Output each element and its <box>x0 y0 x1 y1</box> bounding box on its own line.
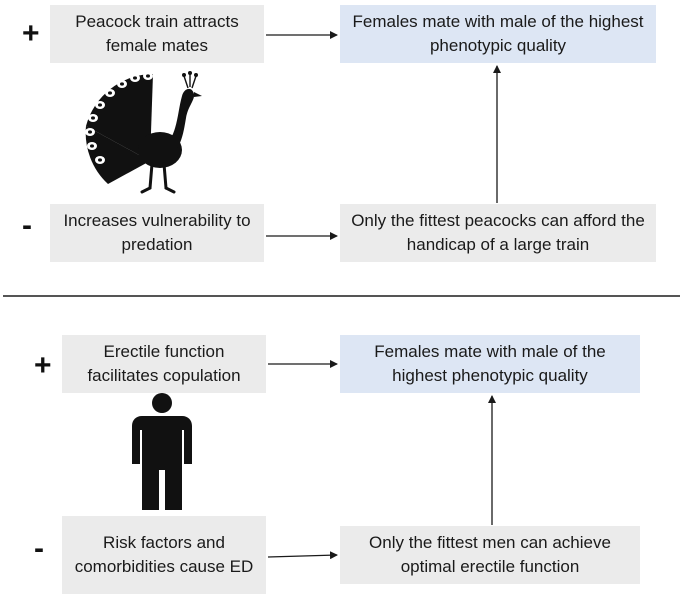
human-cost-box: Risk factors and comorbidities cause ED <box>62 516 266 594</box>
plus-sign-bottom: + <box>34 349 52 382</box>
minus-sign-top: - <box>22 209 32 242</box>
panel-divider <box>3 295 680 297</box>
peacock-handicap-box: Only the fittest peacocks can afford the… <box>340 204 656 262</box>
peacock-icon <box>85 71 202 194</box>
peacock-cost-box: Increases vulnerability to predation <box>50 204 264 262</box>
minus-sign-bottom: - <box>34 532 44 565</box>
peacock-outcome-box: Females mate with male of the highest ph… <box>340 5 656 63</box>
arrow-human-cost-to-handicap <box>267 551 338 560</box>
human-handicap-box: Only the fittest men can achieve optimal… <box>340 526 640 584</box>
plus-sign-top: + <box>22 17 40 50</box>
human-outcome-box: Females mate with male of the highest ph… <box>340 335 640 393</box>
peacock-benefit-box: Peacock train attracts female mates <box>50 5 264 63</box>
human-benefit-box: Erectile function facilitates copulation <box>62 335 266 393</box>
man-icon <box>132 393 192 510</box>
